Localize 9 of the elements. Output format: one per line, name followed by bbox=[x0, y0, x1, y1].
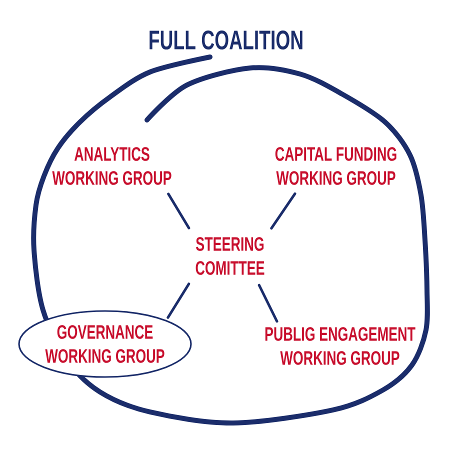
group-label: CAPITAL FUNDING WORKING GROUP bbox=[275, 147, 396, 185]
group-label: ANALYTICS WORKING GROUP bbox=[52, 147, 172, 185]
committee-label: STEERING COMITTEE bbox=[196, 237, 264, 275]
connector-line bbox=[167, 192, 190, 230]
connector-line bbox=[166, 282, 190, 319]
connector-line bbox=[258, 284, 278, 323]
connector-line bbox=[270, 192, 296, 230]
group-label: PUBLIG ENGAGEMENT WORKING GROUP bbox=[265, 327, 416, 365]
circled-label: GOVERNANCE WORKING GROUP bbox=[18, 310, 192, 378]
